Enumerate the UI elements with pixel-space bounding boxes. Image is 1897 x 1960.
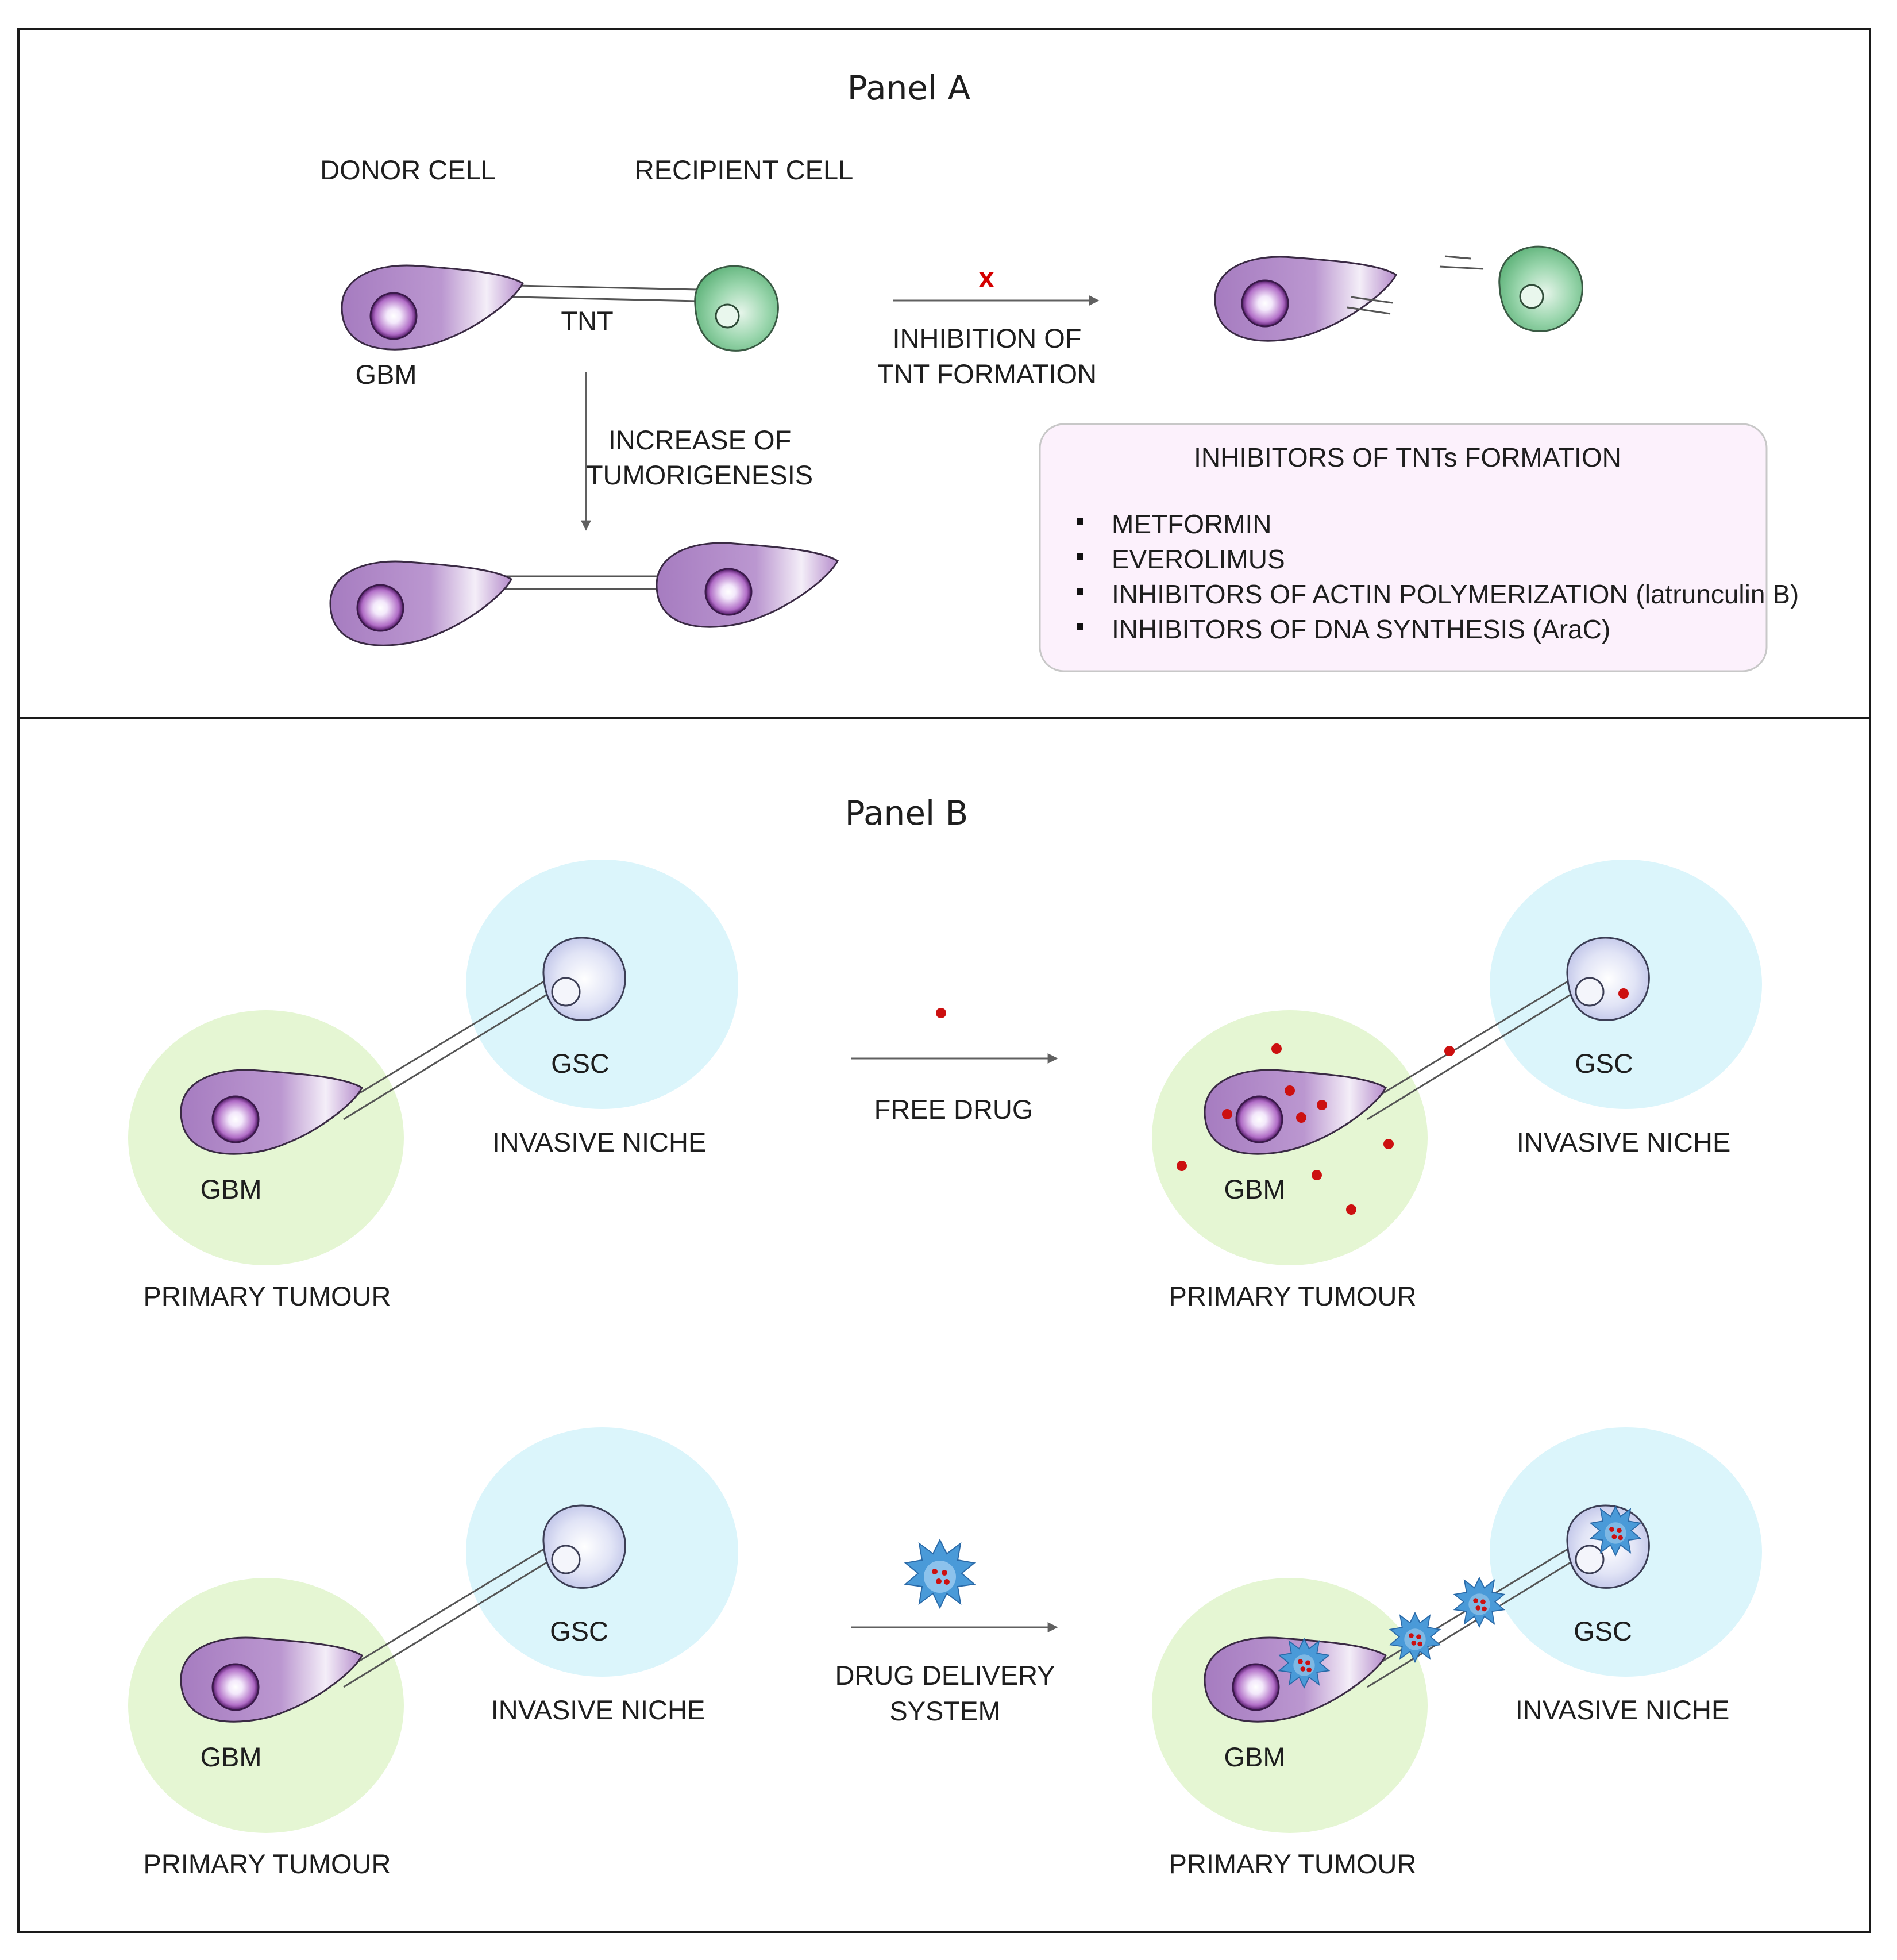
- gbm-label: GBM: [1224, 1174, 1285, 1204]
- primary-tumour-label: PRIMARY TUMOUR: [1169, 1281, 1417, 1311]
- gbm-label: GBM: [200, 1174, 261, 1204]
- panel-a-title: Panel A: [847, 68, 971, 107]
- separated-gbm-cell: [1214, 256, 1397, 342]
- gsc-label: GSC: [1574, 1616, 1632, 1646]
- bullet-3: [1077, 588, 1083, 595]
- connected-gbm-pair: [329, 542, 839, 646]
- drug-delivery-icon: [905, 1539, 975, 1608]
- increase-label-line2: TUMORIGENESIS: [587, 460, 813, 490]
- increase-label-line1: INCREASE OF: [608, 425, 792, 455]
- inhibitors-box: [1039, 423, 1768, 672]
- bullet-1: [1077, 518, 1083, 525]
- panel-b-title: Panel B: [845, 794, 969, 833]
- tnt-bridge: [491, 284, 699, 302]
- inhibition-x-icon: x: [978, 261, 994, 294]
- free-drug-label: FREE DRUG: [874, 1094, 1034, 1125]
- inhibitors-title: INHIBITORS OF TNTs FORMATION: [1194, 442, 1621, 472]
- bullet-2: [1077, 553, 1083, 560]
- tnt-label: TNT: [561, 306, 613, 336]
- separated-recipient-cell: [1439, 245, 1583, 332]
- panel-b-frame: [17, 717, 1871, 1933]
- bullet-4: [1077, 623, 1083, 630]
- scene-untreated-top: [128, 860, 738, 1265]
- inhibitor-item: INHIBITORS OF ACTIN POLYMERIZATION (latr…: [1112, 579, 1799, 609]
- gsc-label: GSC: [551, 1048, 610, 1079]
- invasive-niche-label: INVASIVE NICHE: [491, 1695, 705, 1725]
- gbm-label-a: GBM: [355, 359, 417, 390]
- primary-tumour-label: PRIMARY TUMOUR: [1169, 1849, 1417, 1879]
- inhibitor-item: EVEROLIMUS: [1112, 544, 1285, 574]
- drug-delivery-label-line2: SYSTEM: [889, 1696, 1000, 1726]
- gsc-label: GSC: [1575, 1048, 1633, 1079]
- gbm-label: GBM: [1224, 1742, 1285, 1772]
- inhibitor-item: INHIBITORS OF DNA SYNTHESIS (AraC): [1112, 614, 1610, 644]
- inhibition-label-line1: INHIBITION OF: [893, 323, 1082, 353]
- gsc-label: GSC: [550, 1616, 608, 1646]
- donor-gbm-cell: [341, 264, 524, 351]
- recipient-cell-label: RECIPIENT CELL: [635, 155, 853, 185]
- scene-untreated-bottom: [128, 1427, 738, 1833]
- inhibitor-item: METFORMIN: [1112, 509, 1272, 539]
- invasive-niche-label: INVASIVE NICHE: [1516, 1695, 1730, 1725]
- invasive-niche-label: INVASIVE NICHE: [492, 1127, 707, 1157]
- gbm-label: GBM: [200, 1742, 261, 1772]
- drug-delivery-label-line1: DRUG DELIVERY: [835, 1660, 1055, 1691]
- inhibition-label-line2: TNT FORMATION: [877, 359, 1097, 389]
- invasive-niche-label: INVASIVE NICHE: [1517, 1127, 1731, 1157]
- scene-free-drug: [1152, 860, 1762, 1265]
- free-drug-particles: [1177, 988, 1629, 1215]
- scene-drug-delivery: [1152, 1427, 1762, 1833]
- primary-tumour-label: PRIMARY TUMOUR: [144, 1849, 391, 1879]
- donor-cell-label: DONOR CELL: [320, 155, 496, 185]
- free-drug-icon: [936, 1008, 946, 1018]
- recipient-cell: [694, 265, 779, 352]
- primary-tumour-label: PRIMARY TUMOUR: [144, 1281, 391, 1311]
